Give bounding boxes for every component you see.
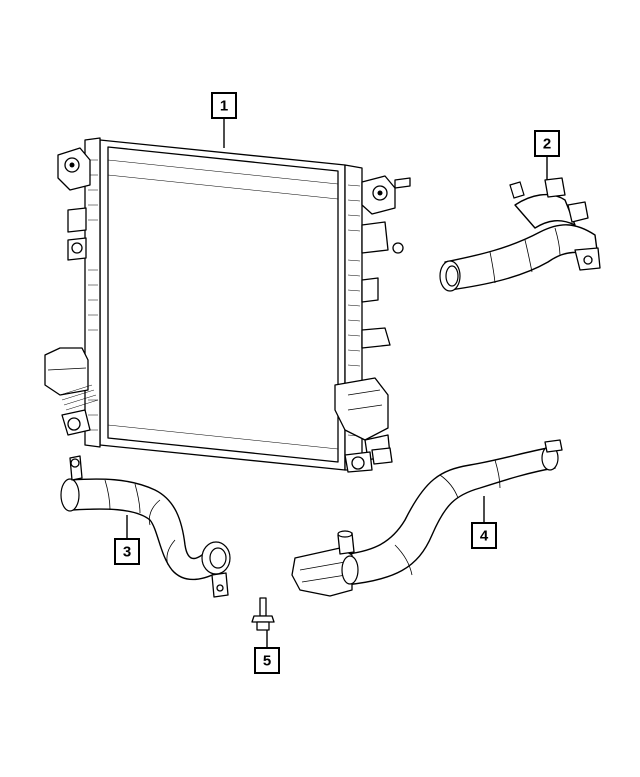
bolt (251, 597, 275, 631)
lower-right-hose (291, 439, 563, 597)
lower-left-hose (60, 455, 231, 598)
radiator (44, 137, 411, 473)
callout-label-5: 5 (263, 653, 271, 670)
callout-box-2 (534, 130, 560, 157)
callout-label-4: 4 (480, 528, 489, 545)
callout-label-1: 1 (220, 98, 228, 115)
callout-box-5 (254, 647, 280, 674)
callout-box-4 (471, 522, 497, 549)
callout-box-3 (114, 538, 140, 565)
upper-radiator-hose (439, 177, 601, 292)
callout-box-1 (211, 92, 237, 119)
callout-label-2: 2 (543, 136, 551, 153)
callout-label-3: 3 (123, 544, 131, 561)
